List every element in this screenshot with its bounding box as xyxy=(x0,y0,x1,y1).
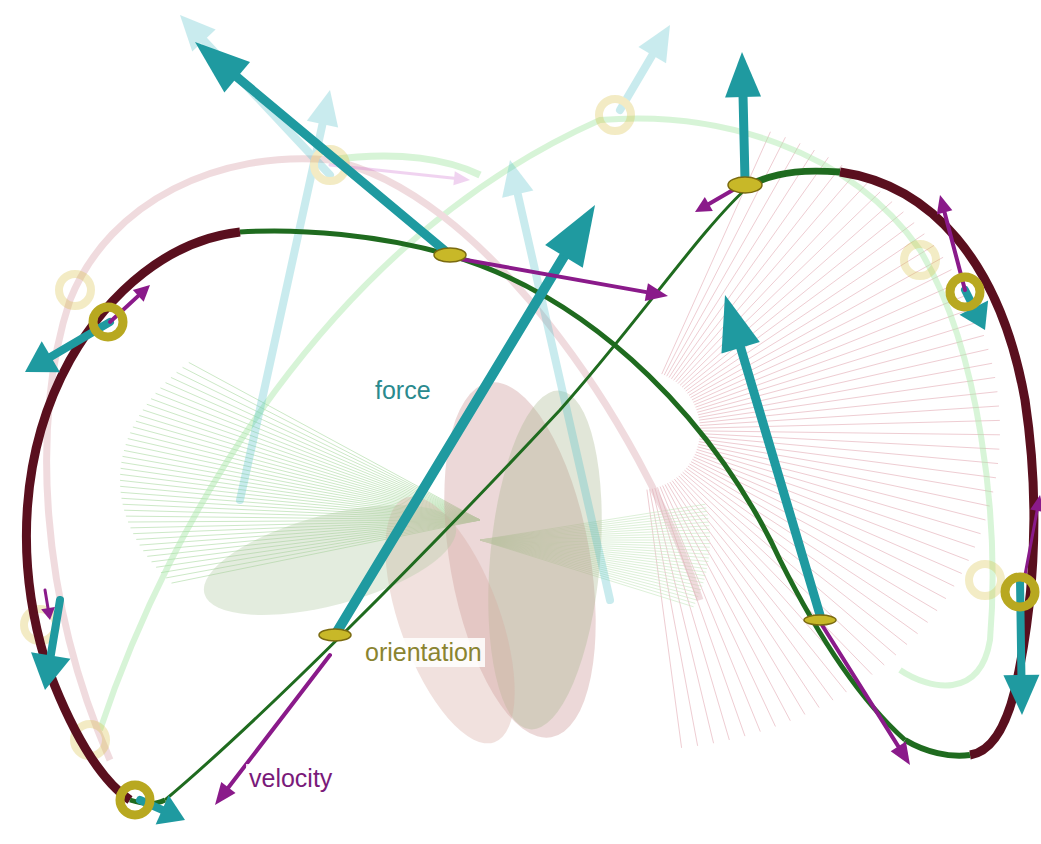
force-label: force xyxy=(372,376,434,405)
velocity-arrow-shaft xyxy=(45,590,48,608)
fan-stroke xyxy=(660,487,760,732)
orientation-ring xyxy=(950,277,980,307)
velocity-arrow-shaft xyxy=(822,625,898,746)
fan-stroke xyxy=(692,270,952,400)
velocity-arrow-head xyxy=(891,742,910,765)
force-arrow-head xyxy=(725,52,761,97)
fan-stroke xyxy=(674,165,842,380)
force-arrow-head xyxy=(545,205,595,268)
orientation-disc xyxy=(728,177,762,193)
velocity-arrow-head xyxy=(133,285,150,302)
fan-stroke xyxy=(160,388,480,520)
fan-stroke xyxy=(688,466,928,622)
velocity-arrow-head xyxy=(1030,495,1041,512)
fan-stroke xyxy=(700,392,998,423)
trajectory-segment xyxy=(750,171,840,185)
velocity-arrow-head xyxy=(215,782,236,805)
force-arrow-head xyxy=(721,295,759,353)
orientation-disc xyxy=(804,615,836,625)
fan-stroke xyxy=(665,485,790,721)
orientation-ring xyxy=(599,99,631,131)
orientation-disc xyxy=(319,629,351,641)
velocity-arrow-head xyxy=(695,197,713,212)
force-arrow-shaft xyxy=(743,97,745,180)
force-arrow-head xyxy=(502,160,533,198)
fan-stroke xyxy=(183,367,480,520)
fan-stroke xyxy=(655,488,729,740)
fan-stroke xyxy=(669,150,814,377)
fan-stroke xyxy=(171,377,480,520)
fan-stroke xyxy=(671,157,828,379)
orientation-label: orientation xyxy=(362,638,485,667)
velocity-arrow-head xyxy=(937,195,952,214)
velocity-label: velocity xyxy=(246,764,335,793)
orientation-ring xyxy=(120,785,150,815)
faded-curve xyxy=(47,159,700,760)
force-arrow-shaft xyxy=(237,77,450,255)
trajectory-segment xyxy=(165,185,750,800)
fan-stroke xyxy=(685,470,908,644)
trajectory-segment xyxy=(840,172,1034,755)
orientation-ring xyxy=(904,244,936,276)
trajectory-segment xyxy=(240,231,905,740)
fan-stroke xyxy=(700,406,999,425)
force-arrow-shaft xyxy=(518,194,610,600)
orientation-ring xyxy=(59,274,91,306)
velocity-arrow-head xyxy=(453,171,470,185)
force-arrow-head xyxy=(1003,675,1039,715)
fan-stroke xyxy=(177,372,480,520)
faded-arrows xyxy=(24,15,1001,756)
fan-stroke xyxy=(693,282,959,402)
fan-stroke xyxy=(667,143,800,376)
orientation-ring xyxy=(1005,577,1035,607)
fan-stroke xyxy=(700,434,999,450)
fan-stroke xyxy=(700,431,1000,435)
velocity-arrow-shaft xyxy=(455,258,646,292)
fan-stroke xyxy=(686,223,914,391)
orientation-ring xyxy=(969,564,1001,596)
fan-stroke xyxy=(691,462,946,599)
fan-stroke xyxy=(691,257,944,397)
faded-trajectory xyxy=(47,119,993,760)
fan-stroke xyxy=(698,447,986,520)
fan-stroke xyxy=(699,377,995,420)
force-arrow-head xyxy=(195,42,250,93)
force-arrow-shaft xyxy=(240,124,322,500)
force-arrow-shaft xyxy=(741,348,820,615)
fan-stroke xyxy=(680,192,880,386)
fan-stroke xyxy=(689,245,934,395)
fan-stroke xyxy=(696,452,975,547)
force-arrow-head xyxy=(638,25,670,63)
orientation-ring xyxy=(93,307,123,337)
trajectory-segment xyxy=(905,740,970,756)
fan-stroke xyxy=(678,182,868,383)
orientation-disc xyxy=(434,248,466,262)
force-arrow-head xyxy=(31,652,70,690)
fan-stroke xyxy=(679,476,872,675)
fan-stroke xyxy=(694,295,966,405)
velocity-arrow-head xyxy=(645,283,668,301)
fan-stroke xyxy=(189,362,480,520)
fan-stroke xyxy=(700,420,1000,428)
force-arrow-head xyxy=(156,795,185,824)
velocity-arrow-head xyxy=(41,607,55,620)
velocity-arrow-shaft xyxy=(1025,511,1037,575)
force-arrow-shaft xyxy=(1020,580,1021,675)
main-arrows xyxy=(25,42,1041,824)
fan-stroke xyxy=(682,202,892,388)
fan-stroke xyxy=(698,444,989,506)
force-arrow-head xyxy=(25,341,60,372)
trajectory-segment xyxy=(26,232,240,800)
force-arrow-shaft xyxy=(335,256,564,635)
trajectory xyxy=(26,171,1033,804)
fan-stroke xyxy=(662,132,771,374)
force-arrow-head xyxy=(307,90,338,128)
fan-stroke xyxy=(684,212,904,389)
body-blob xyxy=(193,483,467,637)
